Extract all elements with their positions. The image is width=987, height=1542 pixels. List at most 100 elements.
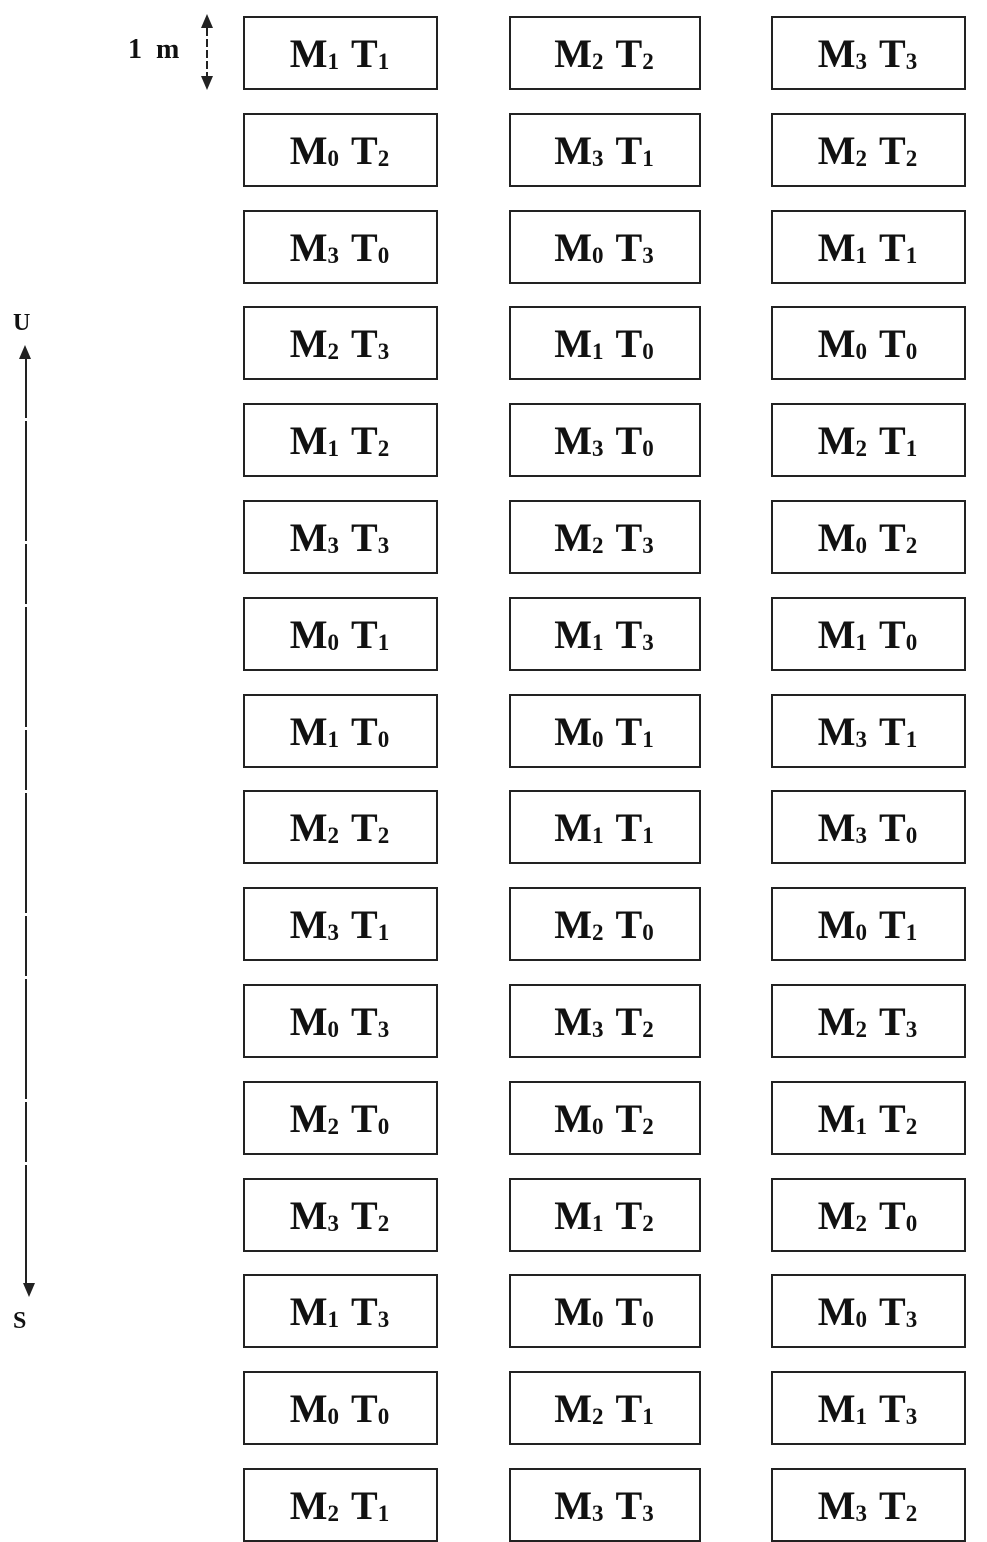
t-level: 3 xyxy=(377,532,390,558)
t-level: 2 xyxy=(642,48,654,74)
m-level: 0 xyxy=(855,338,868,364)
t-level: 1 xyxy=(377,629,390,655)
m-level: 1 xyxy=(855,629,868,655)
t-level: 1 xyxy=(642,822,654,848)
t-level: 3 xyxy=(905,48,918,74)
t-level: 0 xyxy=(377,1403,390,1429)
t-level: 0 xyxy=(642,919,654,945)
m-level: 0 xyxy=(327,145,340,171)
scale-value: 1 xyxy=(128,34,142,65)
t-level: 2 xyxy=(905,145,918,171)
m-level: 3 xyxy=(327,242,340,268)
m-level: 1 xyxy=(855,242,868,268)
t-level: 1 xyxy=(642,145,654,171)
m-level: 3 xyxy=(855,1500,868,1526)
t-level: 0 xyxy=(642,338,654,364)
m-level: 3 xyxy=(327,532,340,558)
m-level: 1 xyxy=(327,1306,340,1332)
m-level: 1 xyxy=(327,435,340,461)
t-level: 1 xyxy=(905,919,918,945)
t-level: 1 xyxy=(377,48,390,74)
t-level: 2 xyxy=(905,532,918,558)
t-level: 1 xyxy=(905,435,918,461)
m-level: 0 xyxy=(327,1403,340,1429)
m-level: 0 xyxy=(592,1113,604,1139)
m-level: 0 xyxy=(592,242,604,268)
t-level: 3 xyxy=(905,1403,918,1429)
t-level: 0 xyxy=(905,338,918,364)
m-level: 0 xyxy=(592,726,604,752)
scale-arrow xyxy=(201,14,213,90)
t-level: 1 xyxy=(642,726,654,752)
m-level: 3 xyxy=(327,1210,340,1236)
t-level: 3 xyxy=(377,1306,390,1332)
m-level: 1 xyxy=(592,1210,604,1236)
m-level: 2 xyxy=(592,919,604,945)
t-level: 1 xyxy=(905,726,918,752)
m-level: 2 xyxy=(327,338,340,364)
m-level: 2 xyxy=(855,435,868,461)
south-label: S xyxy=(13,1308,27,1334)
t-level: 1 xyxy=(905,242,918,268)
m-level: 2 xyxy=(855,145,868,171)
t-level: 3 xyxy=(905,1016,918,1042)
t-level: 2 xyxy=(377,822,390,848)
t-level: 3 xyxy=(377,338,390,364)
t-level: 2 xyxy=(642,1210,654,1236)
scale-unit: m xyxy=(156,34,180,65)
m-level: 3 xyxy=(592,435,604,461)
t-level: 0 xyxy=(642,1306,654,1332)
t-level: 2 xyxy=(377,435,390,461)
